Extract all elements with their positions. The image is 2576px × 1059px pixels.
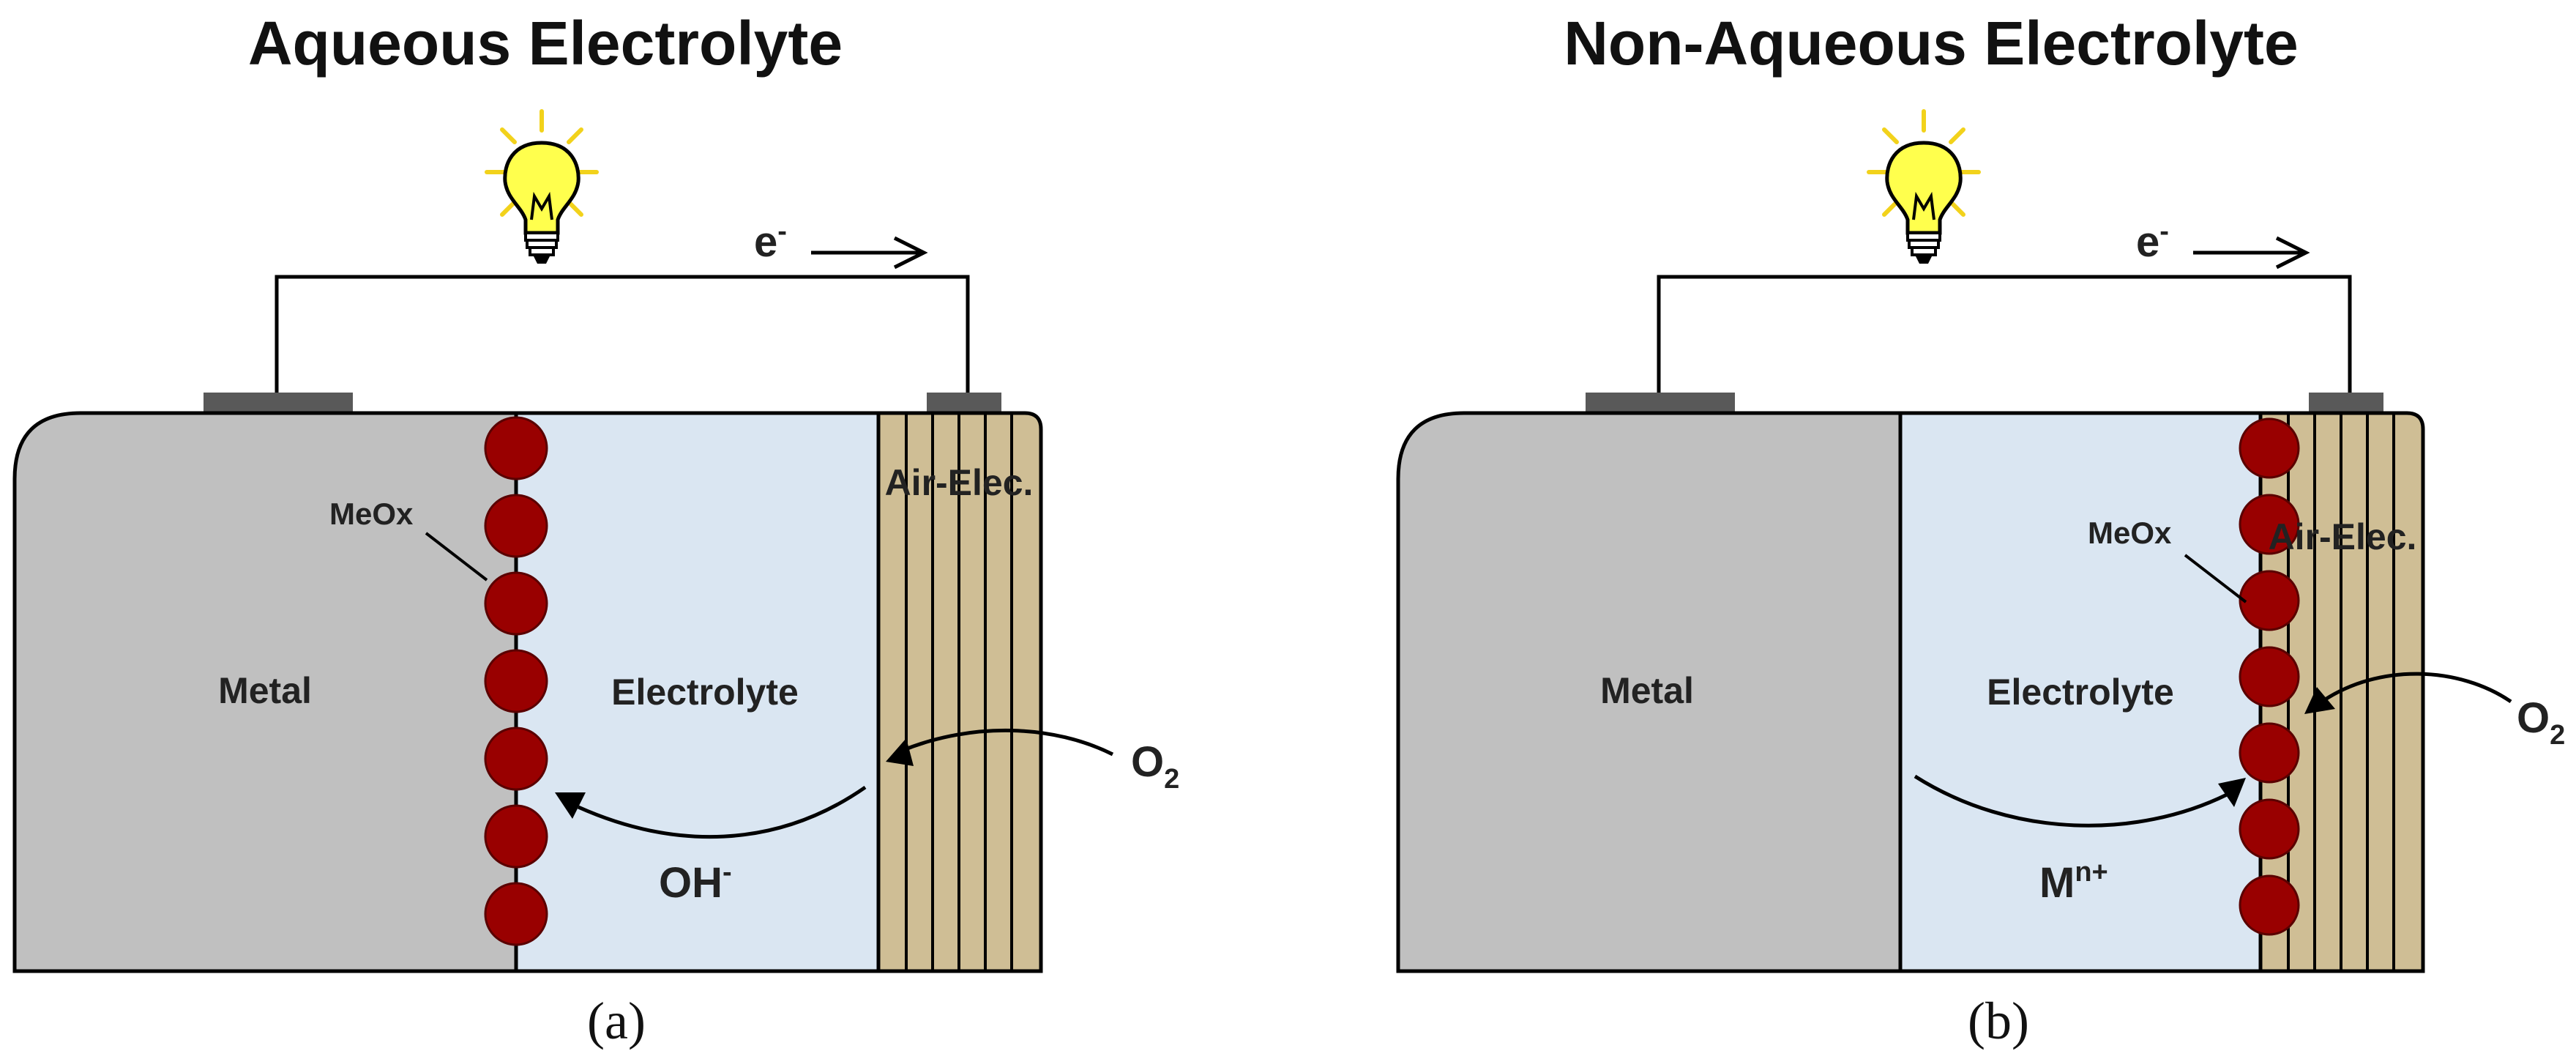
panel-b-meox-particle [2239,494,2300,555]
panel-b-electrolyte-label: Electrolyte [1987,672,2174,713]
panel-b-metal-ion-arrow [1914,774,2246,828]
panel-a-meox-particle [484,494,548,558]
panel-b-electrolyte-region [1898,411,2263,973]
panel-b-title: Non-Aqueous Electrolyte [1564,9,2298,78]
panel-b-light-bulb-icon [1867,109,1981,264]
panel-b-meox-particle [2239,646,2300,707]
panel-a-title: Aqueous Electrolyte [248,9,843,78]
panel-b-external-circuit-wire [1657,275,2352,394]
panel-a-meox-particle [484,571,548,636]
panel-b-positive-terminal [2309,393,2383,412]
panel-a-light-bulb-icon [485,109,599,264]
panel-b-metal-anode [1396,411,1903,973]
panel-b-meox-leader-line [2184,554,2247,603]
panel-b-ion-label: Mn+ [2039,857,2108,907]
panel-b-metal-label: Metal [1600,670,1694,711]
panel-a-electron-label: e- [754,216,787,266]
panel-b: Non-Aqueous Electrolyte e- [1396,9,2565,1050]
panel-a-electron-flow-arrow [811,236,928,270]
panel-a-ion-label: OH- [659,857,732,907]
panel-a-hydroxide-ion-arrow [555,785,867,839]
panel-a-air-electrode-label: Air-Elec. [885,462,1034,503]
panel-a-air-electrode-stripes [905,413,1013,971]
panel-b-meox-label: MeOx [2088,516,2172,550]
panel-a: Aqueous Electrolyte e- [12,9,1179,1050]
panel-a-external-circuit-wire [275,275,970,394]
panel-a-oxygen-arrow [886,728,1114,766]
panel-a-meox-particle [484,882,548,946]
panel-b-meox-particle [2239,570,2300,631]
panel-a-meox-label: MeOx [329,497,414,531]
panel-a-meox-particle [484,727,548,791]
panel-b-meox-particle [2239,417,2300,479]
panel-b-electron-flow-arrow [2193,236,2310,270]
panel-b-meox-layer [2239,417,2300,936]
panel-a-electrolyte-label: Electrolyte [611,672,799,713]
panel-b-meox-particle [2239,722,2300,784]
panel-b-negative-terminal [1586,393,1735,412]
panel-a-negative-terminal [204,393,353,412]
panel-b-electron-label: e- [2136,216,2169,266]
panel-a-metal-label: Metal [218,670,312,711]
panel-a-meox-particle [484,416,548,480]
panel-b-oxygen-arrow [2304,672,2512,714]
panel-a-meox-particle [484,649,548,713]
panel-b-air-electrode-label: Air-Elec. [2269,516,2417,557]
panel-a-positive-terminal [927,393,1001,412]
panel-a-meox-leader-line [425,532,488,581]
panel-a-meox-layer [484,416,548,946]
panel-a-caption: (a) [587,992,646,1050]
panel-b-meox-particle [2239,798,2300,860]
panel-a-metal-anode [12,411,518,973]
panel-a-meox-particle [484,804,548,869]
panel-a-electrolyte-region [514,411,881,973]
panel-a-oxygen-label: O2 [1131,738,1179,795]
panel-b-caption: (b) [1968,992,2029,1050]
panel-b-oxygen-label: O2 [2517,694,2565,751]
panel-b-meox-particle [2239,874,2300,936]
